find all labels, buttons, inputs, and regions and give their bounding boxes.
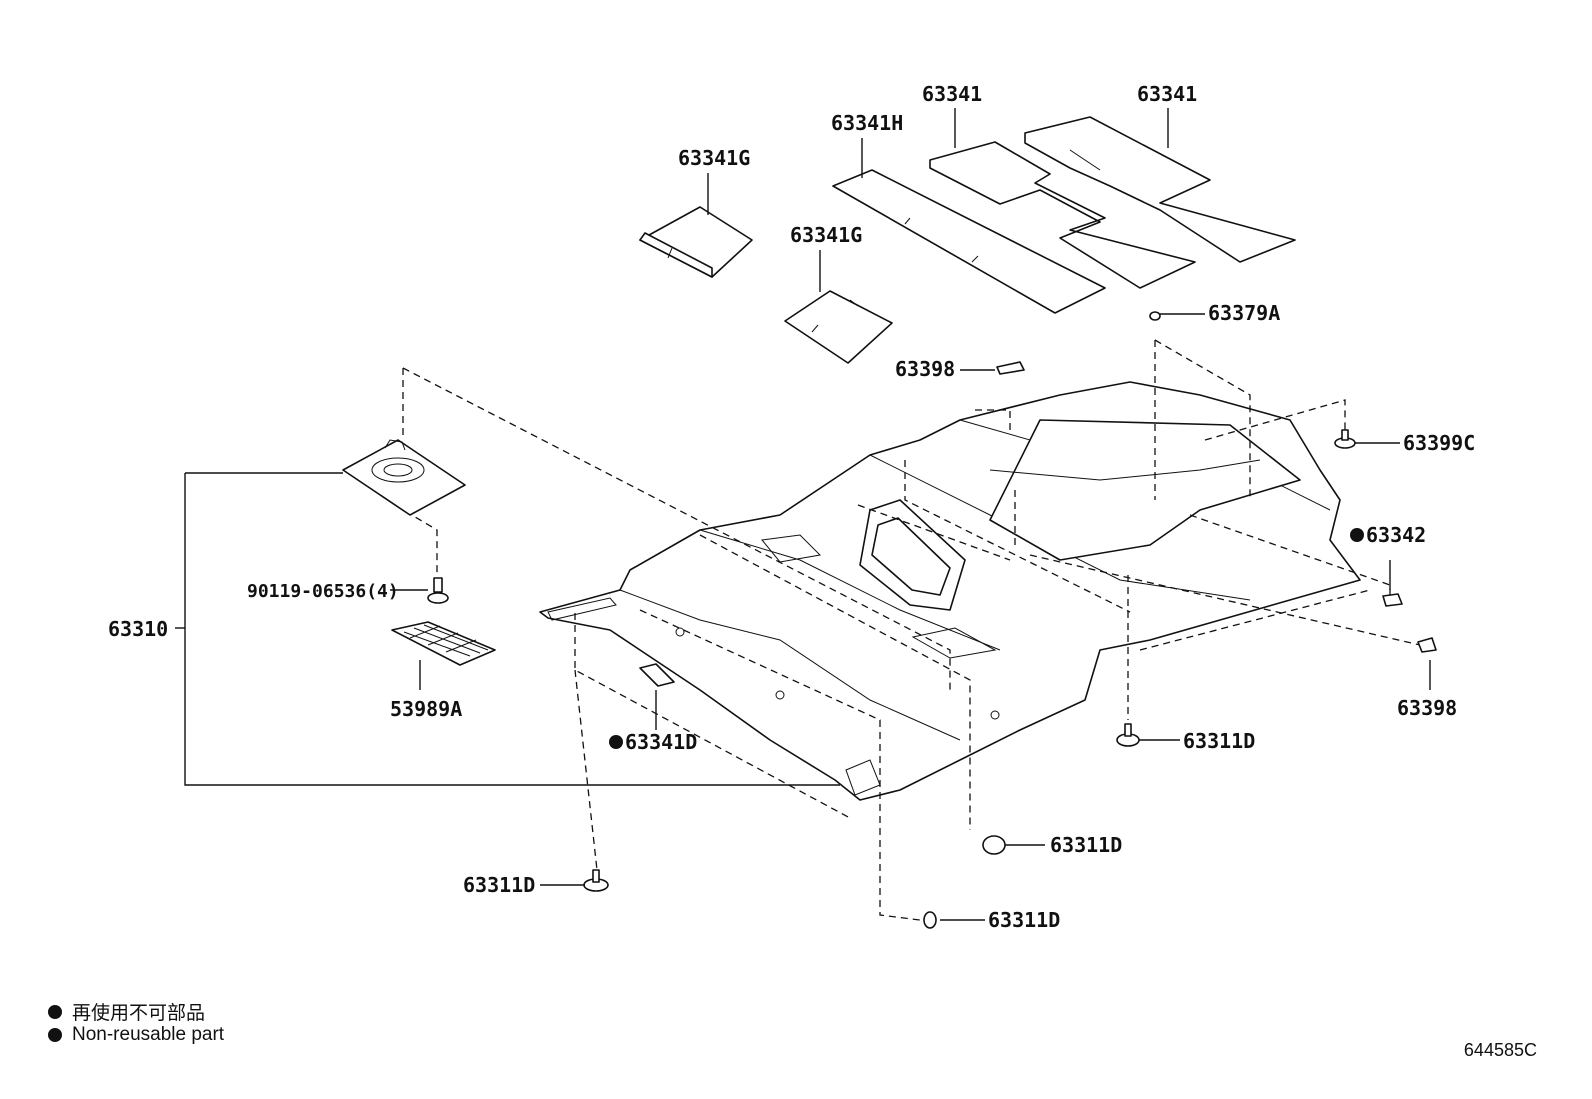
clip-63311d-left[interactable] [583, 869, 609, 892]
label-63341-b[interactable]: 63341 [1137, 82, 1197, 106]
label-63311d-d[interactable]: 63311D [988, 908, 1060, 932]
pad-63341g-center[interactable] [784, 290, 893, 364]
clip-63311d-bottom[interactable] [923, 911, 937, 929]
label-63311d-b[interactable]: 63311D [1050, 833, 1122, 857]
label-90119-06536[interactable]: 90119-06536(4) [247, 581, 399, 602]
pad-63341g-left[interactable] [639, 206, 753, 278]
pad-63341d[interactable] [639, 663, 675, 687]
pad-63341-right[interactable] [1024, 116, 1296, 263]
legend-japanese: 再使用不可部品 [48, 998, 205, 1025]
screw-90119-06536[interactable] [427, 577, 449, 604]
clip-63311d-center[interactable] [982, 835, 1006, 855]
label-63341g-a[interactable]: 63341G [678, 146, 750, 170]
legend-english: Non-reusable part [48, 1024, 224, 1046]
label-63399c[interactable]: 63399C [1403, 431, 1475, 455]
reference-code: 644585C [1463, 1040, 1537, 1060]
label-63342[interactable]: 63342 [1366, 523, 1426, 547]
label-63398-a[interactable]: 63398 [895, 357, 955, 381]
label-63311d-c[interactable]: 63311D [463, 873, 535, 897]
pad-63341-middle[interactable] [929, 141, 1196, 289]
label-63379a[interactable]: 63379A [1208, 301, 1280, 325]
filled-circle-icon [48, 1004, 62, 1019]
solid-leaders [175, 108, 1431, 921]
label-63341-a[interactable]: 63341 [922, 82, 982, 106]
label-53989a[interactable]: 53989A [390, 697, 462, 721]
legend-japanese-text: 再使用不可部品 [72, 1003, 206, 1024]
label-63341d[interactable]: 63341D [625, 730, 697, 754]
non-reusable-marker-63341d [609, 735, 623, 749]
grille-53989a[interactable] [391, 621, 496, 666]
bracket-sunvisor[interactable] [342, 439, 466, 516]
dashed-leaders [394, 339, 1421, 921]
tape-63398-top[interactable] [996, 361, 1025, 375]
filled-circle-icon [48, 1028, 62, 1042]
clip-63311d-right[interactable] [1116, 723, 1140, 747]
label-63341g-b[interactable]: 63341G [790, 223, 862, 247]
pad-63341h[interactable] [832, 169, 1106, 314]
non-reusable-marker-63342 [1350, 528, 1364, 542]
legend-english-text: Non-reusable part [72, 1024, 225, 1045]
label-63310[interactable]: 63310 [108, 617, 168, 641]
pad-63342[interactable] [1382, 593, 1403, 607]
tape-63398-right[interactable] [1417, 637, 1437, 653]
clip-63399c[interactable] [1334, 429, 1356, 449]
label-63311d-a[interactable]: 63311D [1183, 729, 1255, 753]
label-63341h[interactable]: 63341H [831, 111, 903, 135]
label-63398-b[interactable]: 63398 [1397, 696, 1457, 720]
clip-63379a[interactable] [1149, 311, 1161, 321]
